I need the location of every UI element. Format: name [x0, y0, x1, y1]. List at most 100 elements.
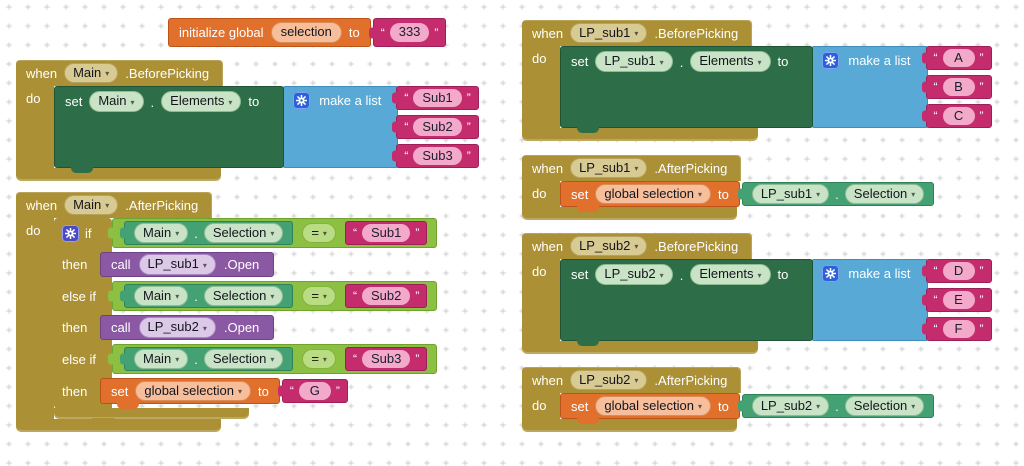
component-dropdown[interactable]: LP_sub1▾ — [751, 183, 830, 205]
operator-dropdown[interactable]: =▾ — [302, 222, 336, 244]
mutator-gear-icon[interactable] — [62, 224, 79, 242]
text-string-block[interactable]: “C” — [921, 104, 992, 128]
string-value[interactable]: Sub3 — [361, 349, 411, 369]
string-value[interactable]: C — [942, 106, 975, 126]
event-header[interactable]: when LP_sub2 ▾ .BeforePicking — [522, 233, 753, 259]
text-string-block[interactable]: “ 333 ” — [368, 18, 447, 47]
event-header[interactable]: when LP_sub1 ▾ .AfterPicking — [522, 155, 742, 181]
string-value[interactable]: Sub1 — [361, 223, 411, 243]
block-if-elseif[interactable]: if Main▾ . Selection▾ =▾ “Sub1” — [54, 218, 438, 425]
block-call-lp-sub1-open[interactable]: call LP_sub1▾ .Open — [100, 252, 275, 277]
text-string-block[interactable]: “E” — [921, 288, 992, 312]
text-string-block[interactable]: “Sub2” — [392, 115, 479, 139]
string-value[interactable]: Sub2 — [413, 117, 462, 137]
text-string-block[interactable]: “F” — [921, 317, 992, 341]
text-string-block[interactable]: “ G ” — [277, 379, 348, 403]
block-getter-lpsub2-selection[interactable]: LP_sub2▾ . Selection▾ — [737, 394, 935, 418]
component-dropdown[interactable]: LP_sub1▾ — [595, 51, 673, 72]
block-when-main-afterpicking[interactable]: when Main ▾ .AfterPicking do if — [16, 192, 438, 432]
block-call-lp-sub2-open[interactable]: call LP_sub2▾ .Open — [100, 315, 275, 340]
block-set-main-elements[interactable]: set Main ▾ . Elements ▾ to — [54, 86, 285, 173]
string-value[interactable]: Sub1 — [413, 88, 462, 108]
string-value[interactable]: E — [942, 290, 975, 310]
block-set-lpsub1-elements[interactable]: set LP_sub1▾ . Elements▾ to — [560, 46, 814, 133]
text-string-block[interactable]: “Sub2” — [344, 284, 428, 308]
component-dropdown[interactable]: Main ▾ — [64, 194, 119, 216]
property-dropdown[interactable]: Elements▾ — [690, 264, 771, 285]
mutator-gear-icon[interactable] — [293, 92, 311, 109]
variable-dropdown[interactable]: global selection▾ — [595, 395, 711, 417]
string-value[interactable]: G — [298, 381, 331, 401]
text-string-block[interactable]: “D” — [921, 259, 992, 283]
operator-dropdown[interactable]: =▾ — [302, 285, 336, 307]
block-initialize-global[interactable]: initialize global selection to “ 333 ” — [168, 18, 447, 47]
text-string-block[interactable]: “Sub3” — [344, 347, 428, 371]
property-dropdown[interactable]: Selection▾ — [203, 222, 284, 244]
text-string-block[interactable]: “Sub1” — [344, 221, 428, 245]
string-value[interactable]: B — [942, 77, 975, 97]
component-dropdown[interactable]: Main▾ — [134, 348, 189, 370]
string-value[interactable]: Sub2 — [361, 286, 411, 306]
block-getter-main-selection[interactable]: Main▾ . Selection▾ — [120, 347, 294, 371]
component-dropdown[interactable]: Main▾ — [134, 285, 189, 307]
left-plug — [108, 227, 114, 239]
block-when-lpsub2-afterpicking[interactable]: when LP_sub2 ▾ .AfterPicking do set glob… — [522, 367, 935, 432]
block-when-lpsub1-afterpicking[interactable]: when LP_sub1 ▾ .AfterPicking do set glob… — [522, 155, 935, 220]
block-make-a-list[interactable]: make a list — [283, 86, 399, 168]
component-dropdown[interactable]: Main ▾ — [64, 62, 119, 84]
event-header[interactable]: when Main ▾ .AfterPicking — [16, 192, 213, 218]
text-string-block[interactable]: “Sub3” — [392, 144, 479, 168]
block-set-global-selection[interactable]: set global selection▾ to — [560, 181, 740, 212]
component-dropdown[interactable]: LP_sub2▾ — [138, 317, 216, 338]
component-dropdown[interactable]: Main▾ — [134, 222, 189, 244]
mutator-gear-icon[interactable] — [822, 52, 840, 69]
component-dropdown[interactable]: LP_sub1 ▾ — [570, 22, 648, 44]
block-set-global-selection[interactable]: set global selection▾ to — [100, 378, 280, 409]
text-string-block[interactable]: “B” — [921, 75, 992, 99]
property-dropdown[interactable]: Selection▾ — [203, 285, 284, 307]
component-dropdown[interactable]: Main ▾ — [89, 91, 144, 112]
property-dropdown[interactable]: Elements▾ — [690, 51, 771, 72]
event-header[interactable]: when LP_sub1 ▾ .BeforePicking — [522, 20, 753, 46]
property-dropdown[interactable]: Selection▾ — [844, 183, 925, 205]
event-header[interactable]: when LP_sub2 ▾ .AfterPicking — [522, 367, 742, 393]
property-dropdown[interactable]: Selection▾ — [203, 348, 284, 370]
block-when-lpsub2-beforepicking[interactable]: when LP_sub2 ▾ .BeforePicking do set LP_… — [522, 233, 992, 354]
text-string-block[interactable]: “Sub1” — [392, 86, 479, 110]
component-dropdown[interactable]: LP_sub1▾ — [138, 254, 216, 275]
variable-dropdown[interactable]: global selection▾ — [595, 183, 711, 205]
block-equals-compare[interactable]: Main▾ . Selection▾ =▾ “Sub1” — [108, 218, 438, 248]
component-dropdown[interactable]: LP_sub2▾ — [595, 264, 673, 285]
initialize-global-block[interactable]: initialize global selection to — [168, 18, 371, 47]
variable-name-field[interactable]: selection — [270, 22, 342, 43]
block-getter-main-selection[interactable]: Main▾ . Selection▾ — [120, 284, 294, 308]
string-value[interactable]: D — [942, 261, 975, 281]
string-value[interactable]: 333 — [389, 23, 430, 42]
block-equals-compare[interactable]: Main▾ . Selection▾ =▾ “Sub3” — [108, 344, 438, 374]
block-getter-main-selection[interactable]: Main▾ . Selection▾ — [120, 221, 294, 245]
block-set-lpsub2-elements[interactable]: set LP_sub2▾ . Elements▾ to — [560, 259, 814, 346]
block-make-a-list[interactable]: make a list — [812, 259, 928, 341]
component-dropdown[interactable]: LP_sub1 ▾ — [570, 157, 648, 179]
block-set-global-selection[interactable]: set global selection▾ to — [560, 393, 740, 424]
mutator-gear-icon[interactable] — [822, 265, 840, 282]
block-equals-compare[interactable]: Main▾ . Selection▾ =▾ “Sub2” — [108, 281, 438, 311]
component-dropdown[interactable]: LP_sub2 ▾ — [570, 369, 648, 391]
component-dropdown[interactable]: LP_sub2▾ — [751, 395, 830, 417]
string-value[interactable]: A — [942, 48, 975, 68]
block-when-lpsub1-beforepicking[interactable]: when LP_sub1 ▾ .BeforePicking do set LP_… — [522, 20, 992, 141]
variable-dropdown[interactable]: global selection▾ — [135, 380, 251, 402]
event-header[interactable]: when Main ▾ .BeforePicking — [16, 60, 224, 86]
operator-dropdown[interactable]: =▾ — [302, 348, 336, 370]
block-getter-lpsub1-selection[interactable]: LP_sub1▾ . Selection▾ — [737, 182, 935, 206]
string-value[interactable]: F — [942, 319, 975, 339]
block-when-main-beforepicking[interactable]: when Main ▾ .BeforePicking do set Main ▾… — [16, 60, 479, 181]
text-string-block[interactable]: “A” — [921, 46, 992, 70]
string-value[interactable]: Sub3 — [413, 146, 462, 166]
block-make-a-list[interactable]: make a list — [812, 46, 928, 128]
property-dropdown[interactable]: Elements ▾ — [161, 91, 242, 112]
do-gutter: do — [522, 393, 560, 419]
property-dropdown[interactable]: Selection▾ — [844, 395, 925, 417]
component-dropdown[interactable]: LP_sub2 ▾ — [570, 235, 648, 257]
